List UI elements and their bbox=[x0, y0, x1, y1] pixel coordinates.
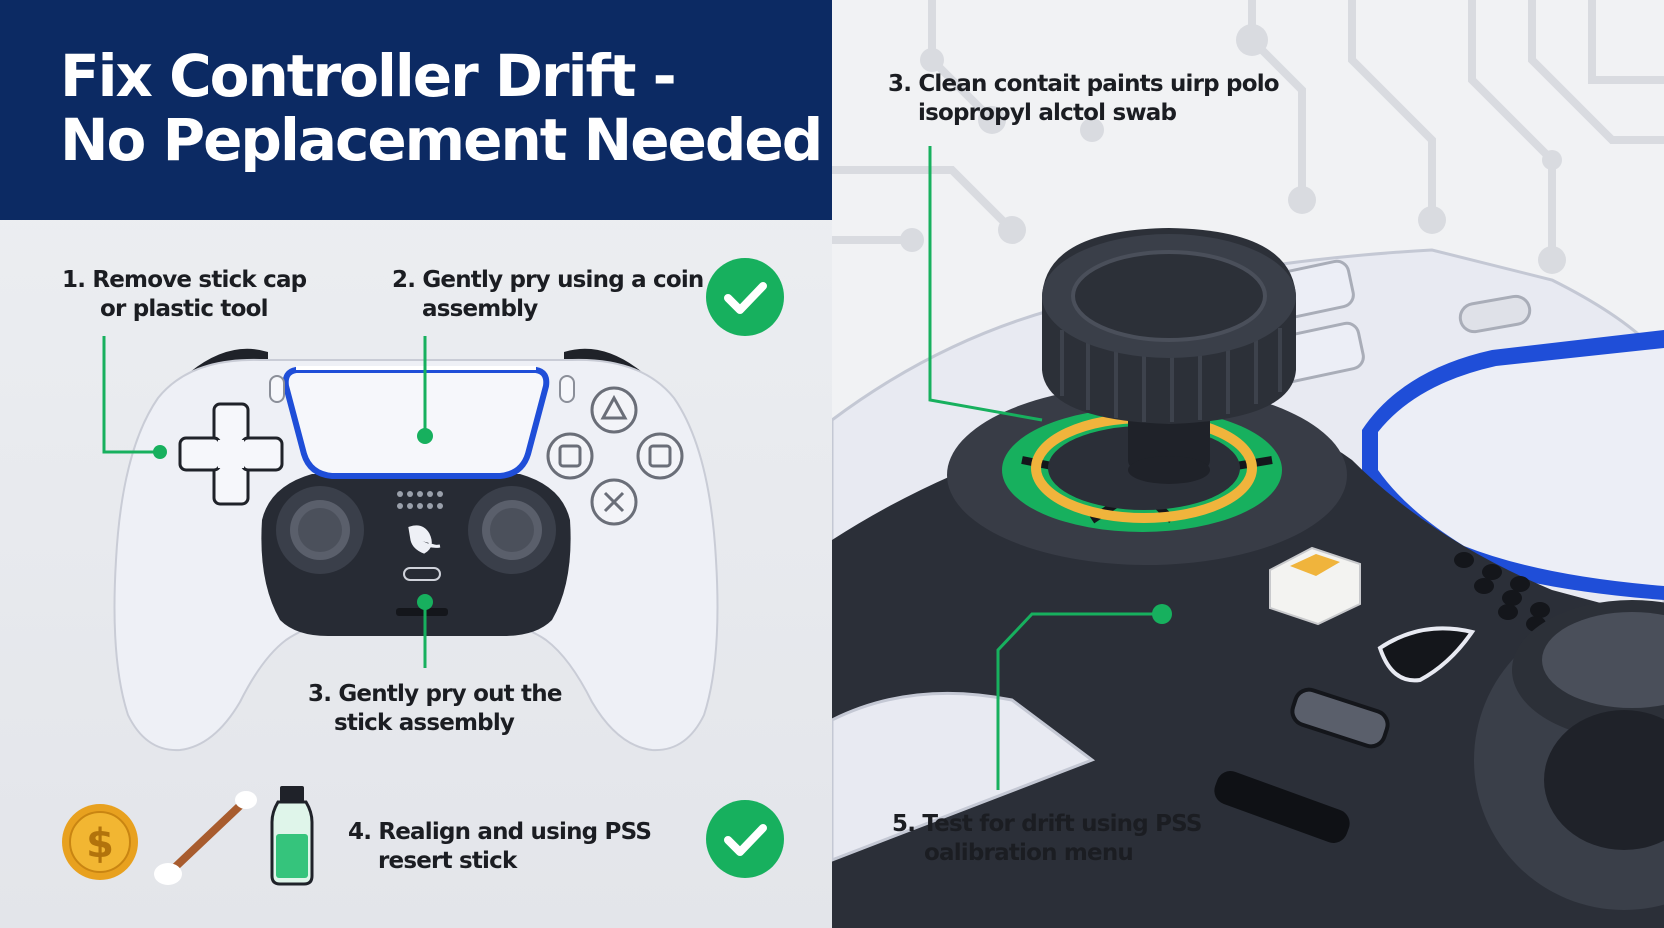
face-buttons bbox=[546, 386, 684, 526]
check-icon bbox=[706, 800, 784, 878]
cap-ridges bbox=[1060, 328, 1282, 422]
closeup-illustration bbox=[832, 0, 1664, 928]
options-button bbox=[559, 375, 575, 403]
callout-lines bbox=[102, 336, 427, 668]
mic-button bbox=[403, 567, 441, 581]
left-thumbstick bbox=[276, 486, 364, 574]
step-1-label: 1. Remove stick cap or plastic tool bbox=[62, 267, 307, 322]
title-line-1: Fix Controller Drift - bbox=[60, 42, 677, 110]
circle-button-icon bbox=[636, 432, 684, 480]
callout-dot bbox=[417, 594, 433, 610]
step-4-label: 4. Realign and using PSS resert stick bbox=[348, 819, 652, 874]
right-panel: 3. Clean contait paints uirp polo isopro… bbox=[832, 0, 1664, 928]
title-line-2: No Peplacement Needed bbox=[60, 106, 823, 174]
touchpad bbox=[282, 367, 550, 479]
square-button-icon bbox=[546, 432, 594, 480]
callout-lines bbox=[928, 146, 1162, 790]
cotton-swab-icon bbox=[154, 791, 257, 885]
callout-dot bbox=[417, 428, 433, 444]
step-2-label: 2. Gently pry using a coin assembly bbox=[392, 267, 704, 322]
title-banner: Fix Controller Drift - No Peplacement Ne… bbox=[0, 0, 832, 220]
right-thumbstick bbox=[1474, 600, 1664, 910]
right-thumbstick bbox=[468, 486, 556, 574]
callout-dot bbox=[153, 445, 167, 459]
ps-logo-icon bbox=[408, 525, 441, 554]
speaker-grille bbox=[397, 491, 443, 509]
step-3-right-label: 3. Clean contait paints uirp polo isopro… bbox=[888, 71, 1280, 126]
speaker-grille bbox=[1454, 552, 1550, 632]
step-3-left-label: 3. Gently pry out the stick assembly bbox=[308, 681, 562, 736]
swab-tip-icon bbox=[1269, 546, 1361, 626]
triangle-button-icon bbox=[590, 386, 638, 434]
options-button bbox=[1458, 294, 1532, 334]
mic-button bbox=[1290, 687, 1390, 749]
create-button bbox=[269, 375, 285, 403]
ps-logo-icon bbox=[1377, 626, 1476, 683]
coin-icon: $ bbox=[62, 804, 138, 880]
page-title: Fix Controller Drift - No Peplacement Ne… bbox=[60, 42, 823, 174]
touchpad bbox=[1378, 348, 1664, 586]
step-5-label: 5. Test for drift using PSS oalibration … bbox=[892, 811, 1202, 866]
dpad-icon bbox=[178, 402, 284, 506]
check-icon bbox=[706, 258, 784, 336]
callout-dot bbox=[1152, 604, 1172, 624]
coin-symbol: $ bbox=[86, 821, 114, 867]
usb-slot bbox=[1214, 771, 1350, 843]
alcohol-bottle-icon bbox=[270, 786, 314, 886]
controller-illustration: $ bbox=[62, 336, 719, 886]
left-panel: Fix Controller Drift - No Peplacement Ne… bbox=[0, 0, 832, 928]
